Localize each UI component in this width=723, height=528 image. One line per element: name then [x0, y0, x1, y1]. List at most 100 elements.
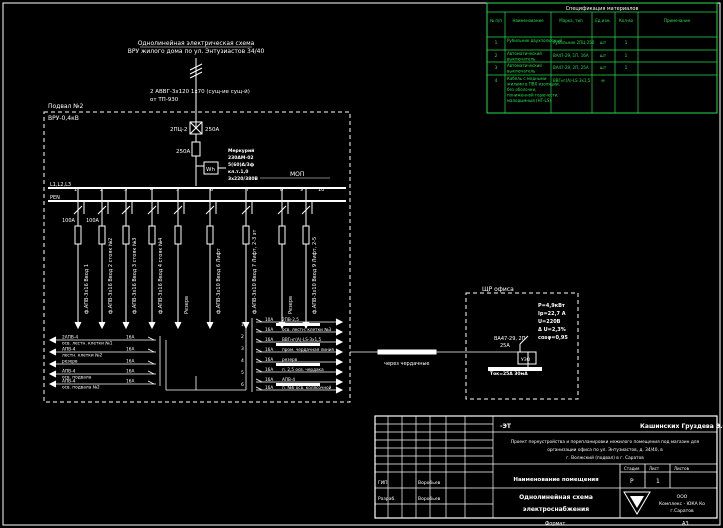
- company-logo: [623, 491, 651, 515]
- feeder-label: ф.АПВ-3х16 Ввод 3 стояк №3: [132, 238, 138, 314]
- svg-text:5(60)А/3ф: 5(60)А/3ф: [228, 161, 255, 168]
- svg-text:Р=4,9кВт: Р=4,9кВт: [538, 303, 565, 309]
- spec-header: № п/п: [490, 18, 502, 23]
- svg-text:Кабель с медными: Кабель с медными: [507, 76, 547, 81]
- svg-text:резерв: резерв: [282, 357, 298, 362]
- feeder-label: ф.АПВ-3х10 Ввод 9 Лифт, 2-5: [312, 237, 318, 314]
- svg-text:пром. чердачная линия: пром. чердачная линия: [282, 347, 334, 352]
- office-panel-box: [465, 292, 579, 400]
- svg-text:ВА47-29, 2П, 25А: ВА47-29, 2П, 25А: [553, 65, 589, 70]
- svg-text:16А: 16А: [126, 347, 134, 353]
- svg-text:3: 3: [495, 65, 498, 71]
- spec-header: Наименование: [512, 18, 544, 23]
- stamp-org-2: Комплекс - ЮКА Ко: [659, 501, 705, 507]
- svg-text:выключатель: выключатель: [507, 69, 536, 74]
- svg-text:16А: 16А: [126, 359, 134, 365]
- svg-text:16А: 16А: [126, 379, 134, 385]
- right-group-number: 4: [241, 358, 244, 364]
- svg-text:осв. лестн. клетки №1: осв. лестн. клетки №1: [62, 341, 113, 347]
- right-group-number: 1: [241, 322, 244, 328]
- cable-to-office-label: через чердачные: [384, 361, 430, 367]
- svg-text:Автоматический: Автоматический: [507, 63, 542, 68]
- svg-text:резерв: резерв: [62, 360, 78, 365]
- spec-header: Примечание: [664, 18, 691, 23]
- svg-text:Меркурий: Меркурий: [228, 147, 254, 154]
- spec-header: Марка, тип: [559, 18, 583, 23]
- scheme-title-line1: Однолинейная электрическая схема: [138, 40, 255, 47]
- svg-text:3х220/380В: 3х220/380В: [228, 176, 258, 182]
- feeder-label: ф.АПВ-3х10 Ввод 7 Лифт, 2-3 эт: [252, 230, 258, 314]
- svg-text:1: 1: [625, 40, 628, 46]
- stamp-section: Наименование помещения: [513, 477, 599, 483]
- svg-text:пониженной горючести,: пониженной горючести,: [507, 93, 559, 98]
- svg-text:шт: шт: [600, 41, 607, 46]
- stamp-sheets-label: Листов: [674, 466, 690, 471]
- right-group-number: 3: [241, 346, 244, 352]
- svg-text:2ПВ-2,5: 2ПВ-2,5: [282, 317, 299, 322]
- svg-text:1: 1: [625, 53, 628, 59]
- meter-info: Меркурий 230АМ-02 5(60)А/3ф кл.т.1,0 3х2…: [228, 147, 258, 182]
- stamp-role-1: ГИП: [378, 480, 388, 486]
- feeder-label: Резерв: [288, 296, 294, 314]
- svg-text:Рубильник двухполюсный: Рубильник двухполюсный: [507, 38, 562, 43]
- svg-text:АПВ-4: АПВ-4: [282, 377, 295, 382]
- svg-text:жилами в ПВХ изоляции,: жилами в ПВХ изоляции,: [507, 82, 560, 87]
- feeder: [97, 188, 109, 330]
- svg-text:кл.т.1,0: кл.т.1,0: [228, 169, 248, 175]
- svg-text:осв. подвала: осв. подвала: [62, 376, 92, 381]
- stamp-stage-label: Стадия: [624, 466, 640, 471]
- svg-text:АПВ-4: АПВ-4: [62, 379, 76, 385]
- feeder-label: ф.АПВ-3х16 Ввод 4 стояк №4: [158, 238, 164, 314]
- left-group-row: резерв 16А: [48, 359, 156, 368]
- office-breaker-label: ВА47-29, 2П: [494, 336, 526, 342]
- svg-text:малодымный (НГ-LS): малодымный (НГ-LS): [507, 98, 551, 103]
- stamp-project-3: г. Волжский (подвал) в г. Саратов: [566, 454, 644, 461]
- office-params: Р=4,9кВт Iр=22,7 А U=220В Δ U=2,3% cosφ=…: [538, 303, 568, 341]
- vru-label: ВРУ-0,4кВ: [48, 115, 79, 122]
- bus-number: 6: [210, 187, 213, 193]
- svg-text:шт: шт: [600, 66, 607, 71]
- right-group-number: 2: [241, 334, 244, 340]
- spec-header: Ед.изм.: [595, 18, 611, 23]
- svg-text:cosφ=0,95: cosφ=0,95: [538, 335, 568, 341]
- switch-label: 2ПЦ-2: [170, 127, 187, 133]
- svg-text:осв. подвала №2: осв. подвала №2: [62, 385, 100, 391]
- svg-text:16А: 16А: [126, 335, 134, 341]
- basement-label: Подвал №2: [48, 103, 84, 110]
- bus-number: 1: [74, 187, 77, 193]
- office-rcd: УЗО: [521, 357, 531, 363]
- stamp-sheet-title-2: электроснабжения: [523, 506, 589, 513]
- svg-text:шт: шт: [600, 54, 607, 59]
- svg-text:16А: 16А: [265, 327, 273, 332]
- stamp-sheet-label: Лист: [649, 466, 660, 471]
- cable-to-office: [350, 349, 520, 355]
- feeder: [277, 188, 289, 330]
- breaker-rating-2: 100А: [86, 218, 100, 224]
- feeder: [205, 188, 217, 330]
- fuse-current: 250А: [176, 149, 190, 155]
- vru-box: [43, 111, 351, 403]
- svg-text:Автоматический: Автоматический: [507, 51, 542, 56]
- svg-text:2АПВ-4: 2АПВ-4: [62, 335, 78, 341]
- svg-text:16А: 16А: [265, 347, 273, 352]
- stamp-org-1: ООО: [677, 494, 688, 500]
- svg-text:U=220В: U=220В: [538, 319, 561, 325]
- svg-text:1: 1: [495, 40, 498, 46]
- office-breaker-current: 25А: [500, 343, 510, 349]
- meter: [196, 161, 226, 175]
